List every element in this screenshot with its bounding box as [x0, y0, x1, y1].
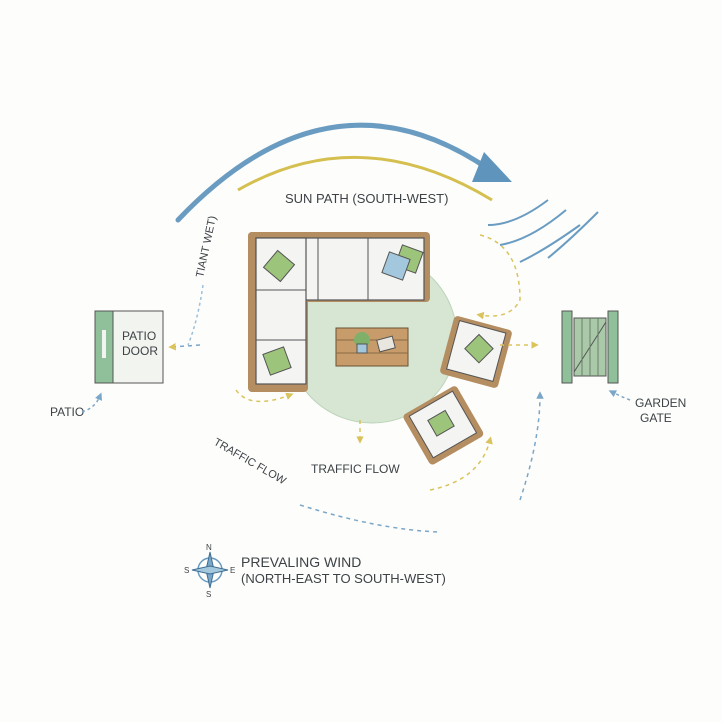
compass-w: S	[184, 566, 189, 575]
traffic-flow-label: TRAFFIC FLOW	[311, 462, 400, 476]
wind-legend-title: PREVALING WIND	[241, 554, 361, 570]
garden-gate-arrow	[608, 390, 631, 401]
patio-door-label-2: DOOR	[122, 344, 158, 358]
cushion	[262, 249, 296, 283]
garden-gate-label-2: GATE	[640, 411, 672, 425]
wind-dashed-line	[187, 284, 204, 346]
flow-arrow	[168, 342, 201, 351]
book-icon	[376, 335, 396, 353]
patio-arrow	[81, 392, 103, 413]
armchair-bottom	[403, 386, 484, 465]
patio-door-label: PATIO	[122, 329, 156, 343]
sun-path-arc	[237, 155, 493, 202]
flow-arrow	[476, 234, 521, 320]
wind-swirls-icon	[487, 199, 599, 263]
wind-arc-arrow	[175, 122, 512, 223]
traffic-flow-paths	[168, 234, 544, 533]
flow-arrow	[519, 391, 544, 501]
compass-icon: N S E S	[184, 543, 235, 599]
coffee-table	[335, 327, 409, 367]
door-handle-icon	[102, 330, 106, 358]
compass-e: E	[230, 566, 235, 575]
garden-gate-label: GARDEN	[635, 396, 686, 410]
patio-label: PATIO	[50, 405, 84, 419]
sectional-sofa	[248, 232, 430, 392]
sun-path-label: SUN PATH (SOUTH-WEST)	[285, 191, 448, 206]
flow-arrow	[235, 389, 294, 403]
compass-s: S	[206, 590, 211, 599]
patio-door[interactable]: PATIO DOOR	[94, 310, 164, 384]
wind-legend-subtitle: (NORTH-EAST TO SOUTH-WEST)	[241, 571, 446, 586]
cushion	[262, 346, 292, 376]
rotated-label: TIANT WET)	[194, 215, 219, 279]
garden-gate[interactable]	[561, 310, 619, 384]
traffic-flow-diagonal-label: TRAFFIC FLOW	[212, 436, 289, 487]
plant-icon	[354, 332, 370, 354]
flow-arrow	[429, 436, 493, 491]
cushion	[381, 251, 411, 281]
compass-n: N	[206, 543, 212, 552]
flow-line	[299, 504, 441, 533]
armchair-right	[440, 316, 512, 388]
